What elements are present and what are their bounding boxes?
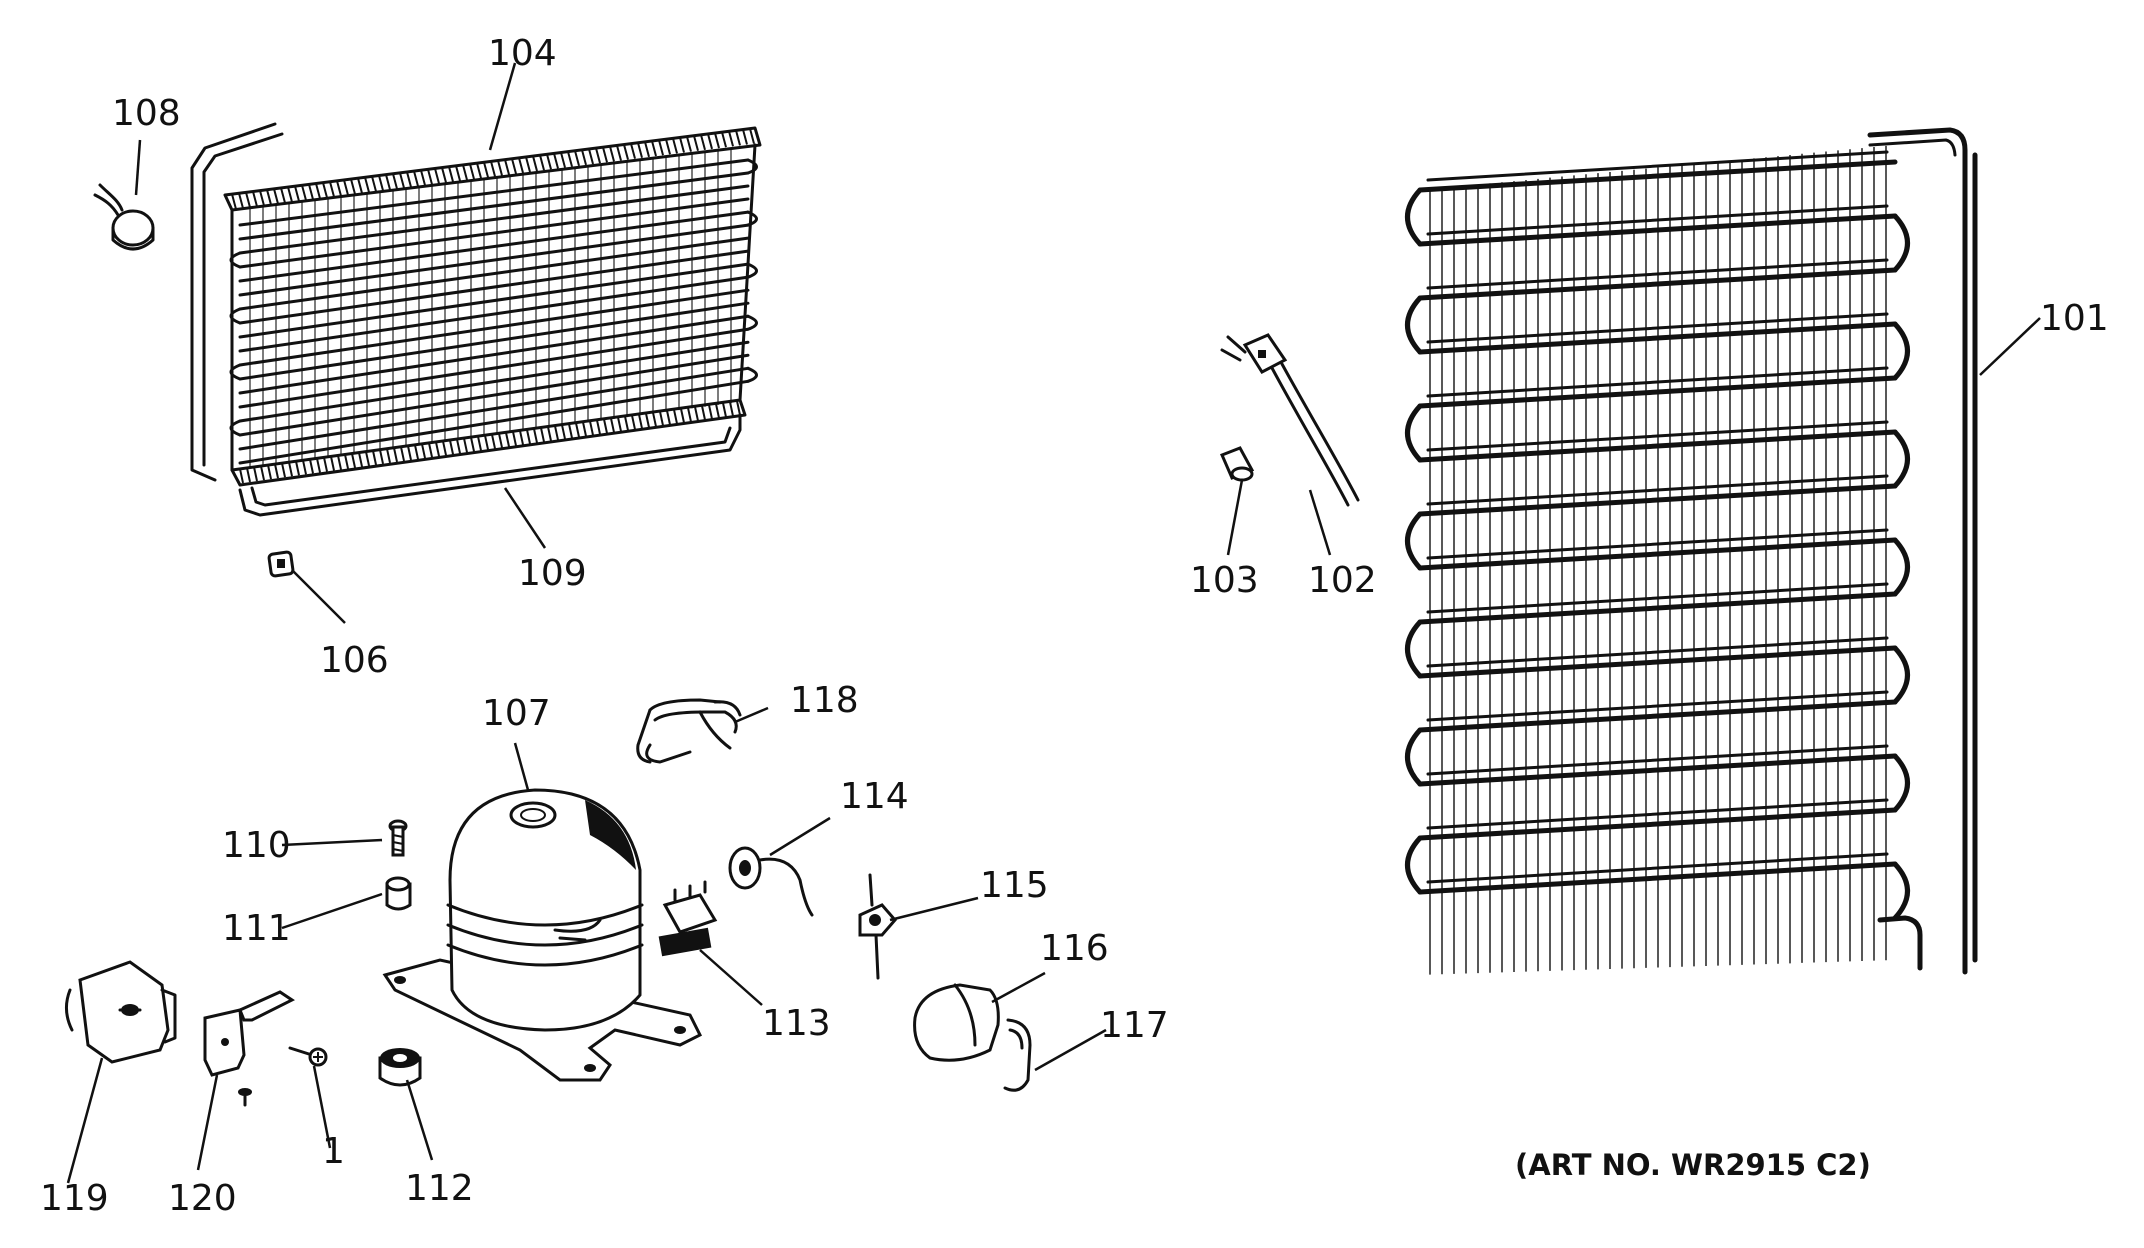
callout-116: 116 (1040, 928, 1109, 969)
callout-102: 102 (1308, 560, 1377, 601)
screw-1 (288, 1046, 328, 1067)
callout-114: 114 (840, 776, 909, 817)
callout-111: 111 (222, 908, 291, 949)
art-number: (ART NO. WR2915 C2) (1515, 1148, 1871, 1182)
callout-labels: 101 102 103 104 106 107 108 109 110 111 … (40, 33, 2109, 1219)
callout-119: 119 (40, 1178, 109, 1219)
condenser-101 (1405, 127, 1978, 975)
overload-114 (728, 846, 814, 917)
grommet-106 (267, 550, 295, 578)
callout-108: 108 (112, 93, 181, 134)
callout-120: 120 (168, 1178, 237, 1219)
callout-110: 110 (222, 825, 291, 866)
sleeve-111 (385, 876, 412, 911)
callout-113: 113 (762, 1003, 831, 1044)
power-cord-102 (1220, 333, 1360, 507)
callout-109: 109 (518, 553, 587, 594)
bale-strap-117 (1003, 1018, 1032, 1092)
wire-nut-103 (1220, 446, 1255, 482)
evaporator-coil-104 (190, 122, 762, 517)
callout-115: 115 (980, 865, 1049, 906)
callout-107: 107 (482, 693, 551, 734)
callout-117: 117 (1100, 1005, 1169, 1046)
leader-lines (66, 62, 2041, 1184)
terminal-cover-116 (913, 983, 1000, 1062)
callout-103: 103 (1190, 560, 1259, 601)
callout-104: 104 (488, 33, 557, 74)
callout-101: 101 (2040, 298, 2109, 339)
grommet-112 (378, 1048, 422, 1087)
bracket-120 (203, 990, 295, 1107)
control-box-119 (65, 960, 177, 1064)
relay-113 (658, 880, 718, 957)
callout-106: 106 (320, 640, 389, 681)
callout-112: 112 (405, 1168, 474, 1209)
clip-115 (858, 873, 897, 980)
spring-clip-118 (636, 698, 742, 764)
capsule-108 (93, 183, 155, 251)
callout-1: 1 (322, 1131, 345, 1172)
compressor-107 (382, 788, 703, 1082)
callout-118: 118 (790, 680, 859, 721)
bolt-110 (388, 819, 408, 857)
